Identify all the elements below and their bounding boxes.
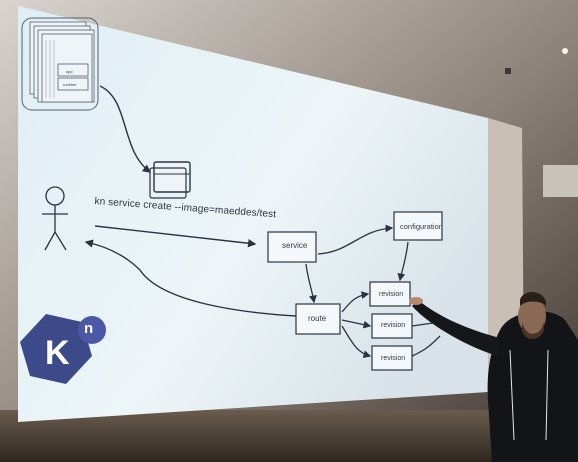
projection-screen <box>18 6 488 422</box>
route-box <box>295 303 341 335</box>
presenter-person <box>409 292 578 462</box>
stack-to-image-arrow <box>99 85 152 173</box>
route-to-revision1-arrow <box>341 291 370 313</box>
route-to-revision2-arrow <box>341 319 372 329</box>
revision-label-1: revision <box>379 291 404 298</box>
route-to-user-arrow <box>84 239 297 317</box>
ceiling-light <box>562 48 568 54</box>
revision-label-3: revision <box>381 355 406 362</box>
wall-speaker <box>543 165 578 197</box>
route-label: route <box>308 314 327 323</box>
knative-logo-letter: K <box>45 334 70 372</box>
user-figure-icon <box>42 186 68 251</box>
service-label: service <box>282 241 308 250</box>
stack-runtime-label: runtime <box>63 82 77 87</box>
knative-logo-superscript: n <box>84 320 94 337</box>
knative-logo <box>20 314 106 384</box>
ceiling-fixture <box>505 68 511 74</box>
stack-app-label: app <box>66 69 73 74</box>
service-box <box>267 231 317 263</box>
revision-box-1 <box>369 281 411 307</box>
container-stack-icon <box>21 17 99 111</box>
route-to-revision3-arrow <box>341 325 372 358</box>
service-to-route-arrow <box>305 263 317 304</box>
container-image-icon <box>149 161 191 199</box>
revision-box-3 <box>371 345 413 371</box>
configuration-label: configuration <box>400 222 443 231</box>
revision-box-2 <box>371 313 413 339</box>
service-to-configuration-arrow <box>317 224 394 255</box>
command-arrow <box>94 225 257 248</box>
floor-area <box>0 410 578 462</box>
revision-label-2: revision <box>381 322 406 329</box>
configuration-box <box>393 211 443 241</box>
configuration-to-revision-arrow <box>397 241 409 282</box>
